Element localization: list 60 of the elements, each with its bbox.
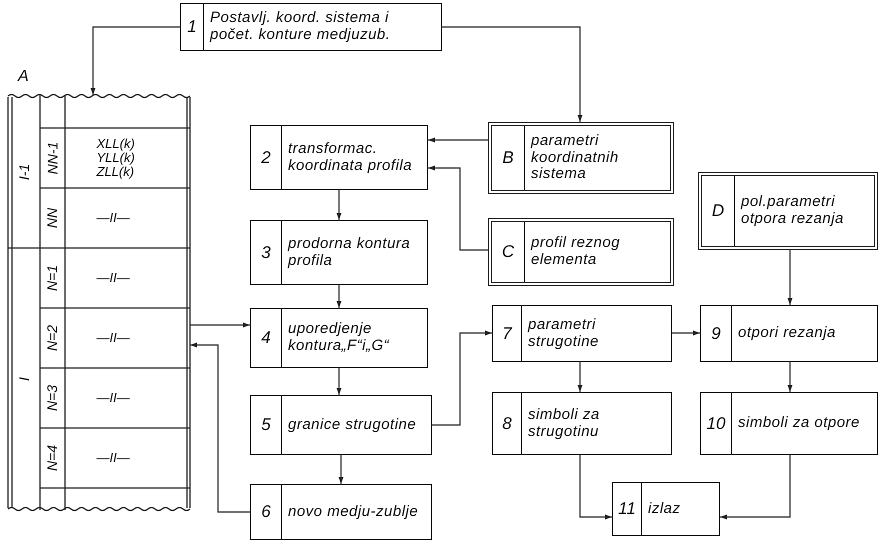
step-text: otpori rezanja	[738, 325, 836, 342]
arrow	[788, 250, 792, 305]
step-text: simboli za otpore	[738, 415, 860, 432]
process-box	[250, 220, 428, 285]
process-box	[250, 484, 432, 540]
step-number: 5	[261, 415, 271, 435]
process-box	[612, 482, 720, 536]
arrow	[336, 190, 342, 220]
arrow	[432, 330, 492, 426]
step-text: profil reznog elementa	[531, 235, 622, 269]
step-number: 10	[706, 414, 726, 434]
process-box	[250, 395, 432, 455]
step-text: pol.parametri otpora rezanja	[741, 194, 845, 228]
arrow	[578, 362, 582, 392]
arrow	[190, 342, 250, 513]
step-number: B	[502, 148, 514, 168]
process-box	[492, 392, 672, 455]
arrow	[428, 166, 488, 251]
step-number: 3	[261, 242, 271, 262]
step-number: 1	[187, 17, 197, 37]
arrow	[336, 285, 342, 308]
arrow	[90, 26, 180, 95]
step-number: 7	[502, 324, 512, 344]
data-block	[698, 172, 878, 250]
arrow	[720, 455, 791, 520]
arrow	[442, 26, 582, 122]
step-number: 4	[261, 328, 271, 348]
process-box	[250, 308, 428, 368]
arrow	[338, 455, 344, 484]
data-block	[488, 122, 674, 194]
step-text: parametri strugotine	[528, 316, 600, 350]
step-number: 8	[502, 414, 512, 434]
step-text: novo medju-zublje	[288, 504, 418, 520]
arrow	[428, 138, 488, 142]
arrow	[190, 322, 250, 328]
table-heading: A	[18, 68, 29, 86]
step-text: simboli za strugotinu	[528, 406, 601, 440]
step-text: prodorna kontura profila	[288, 236, 412, 270]
step-number: 6	[261, 502, 271, 522]
step-text: izlaz	[648, 500, 681, 518]
arrow	[579, 455, 612, 520]
process-box	[180, 3, 442, 51]
arrow	[788, 362, 792, 392]
process-box	[700, 392, 878, 455]
step-number: C	[502, 242, 514, 262]
arrow	[672, 330, 700, 336]
step-number: 2	[261, 148, 271, 168]
step-text: parametri koordinatnih sistema	[531, 132, 620, 184]
step-number: 9	[711, 324, 721, 344]
step-text: transformac. koordinata profila	[288, 140, 414, 174]
step-text: uporedjenje kontura„F“i„G“	[288, 321, 390, 355]
step-text: granice strugotine	[288, 416, 416, 434]
step-number: 11	[618, 499, 636, 519]
step-text: Postavlj. koord. sistema i počet. konture medjuzub.	[210, 10, 392, 44]
data-block	[488, 218, 674, 286]
process-box	[250, 125, 428, 190]
process-box	[700, 305, 878, 362]
step-number: D	[712, 201, 724, 221]
arrow	[336, 368, 342, 395]
process-box	[492, 305, 672, 362]
